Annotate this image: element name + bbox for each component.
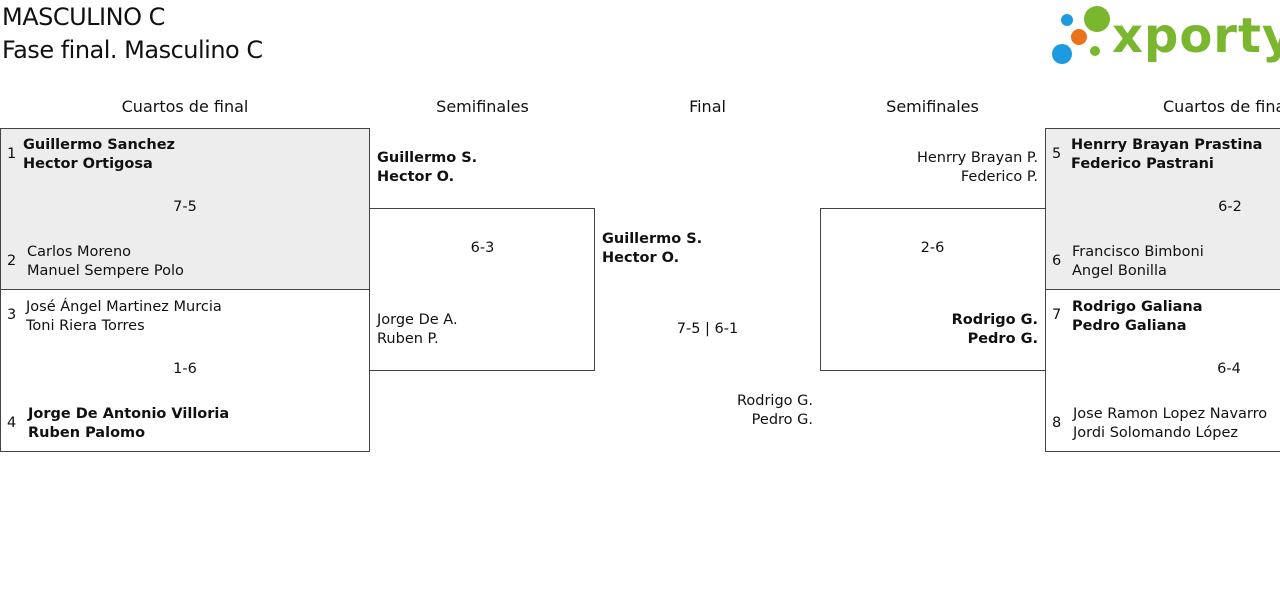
player-name: Henrry Brayan Prastina bbox=[1071, 137, 1263, 153]
player-name: Federico P. bbox=[960, 169, 1038, 185]
round-final: Final bbox=[689, 97, 726, 116]
player-name: Ruben P. bbox=[377, 331, 439, 347]
logo-blue-dot-small bbox=[1061, 14, 1073, 26]
player-name: Toni Riera Torres bbox=[26, 318, 145, 334]
seed-number: 3 bbox=[7, 307, 17, 323]
final-score: 7-5 | 6-1 bbox=[676, 321, 739, 337]
seed-number: 6 bbox=[1052, 253, 1062, 269]
seed-number: 4 bbox=[7, 415, 17, 431]
round-right-quarters: Cuartos de final bbox=[1163, 97, 1280, 116]
logo-green-dot-small bbox=[1090, 46, 1100, 56]
match-score: 6-3 bbox=[470, 240, 495, 256]
seed-number: 2 bbox=[7, 253, 17, 269]
seed-number: 1 bbox=[7, 146, 17, 162]
logo-green-dot bbox=[1084, 6, 1110, 32]
match-score: 2-6 bbox=[920, 240, 945, 256]
round-right-semis: Semifinales bbox=[886, 97, 979, 116]
match-score: 7-5 bbox=[173, 199, 197, 215]
player-name: Manuel Sempere Polo bbox=[27, 263, 184, 279]
player-name: Hector Ortigosa bbox=[23, 156, 153, 172]
match-score: 6-2 bbox=[1218, 199, 1242, 215]
round-left-semis: Semifinales bbox=[436, 97, 529, 116]
player-name: Pedro Galiana bbox=[1072, 318, 1187, 334]
player-name: Angel Bonilla bbox=[1072, 263, 1167, 279]
player-name: Rodrigo G. bbox=[951, 312, 1038, 328]
player-name: Jorge De Antonio Villoria bbox=[28, 406, 230, 422]
player-name: Pedro G. bbox=[967, 331, 1038, 347]
right-semi-bracket[interactable] bbox=[820, 208, 1046, 371]
player-name: Francisco Bimboni bbox=[1072, 244, 1204, 260]
player-name: Hector O. bbox=[377, 169, 455, 185]
page-title: MASCULINO C bbox=[2, 3, 165, 31]
left-semi-bracket[interactable] bbox=[369, 208, 595, 371]
player-name: Ruben Palomo bbox=[28, 425, 146, 441]
player-name: José Ángel Martinez Murcia bbox=[26, 299, 222, 315]
logo-blue-dot-large bbox=[1052, 44, 1072, 64]
player-name: Rodrigo Galiana bbox=[1072, 299, 1203, 315]
player-name: Jose Ramon Lopez Navarro bbox=[1073, 406, 1268, 422]
match-score: 6-4 bbox=[1217, 361, 1241, 377]
round-left-quarters: Cuartos de final bbox=[121, 97, 249, 116]
player-name: Jorge De A. bbox=[377, 312, 458, 328]
player-name: Hector O. bbox=[602, 250, 680, 266]
seed-number: 5 bbox=[1052, 146, 1062, 162]
player-name: Pedro G. bbox=[751, 412, 813, 428]
seed-number: 8 bbox=[1052, 415, 1062, 431]
player-name: Guillermo Sanchez bbox=[23, 137, 175, 153]
logo-text: xporty bbox=[1112, 8, 1280, 64]
player-name: Guillermo S. bbox=[602, 231, 703, 247]
seed-number: 7 bbox=[1052, 307, 1062, 323]
player-name: Guillermo S. bbox=[377, 150, 478, 166]
player-name: Federico Pastrani bbox=[1071, 156, 1214, 172]
xporty-logo: xporty bbox=[1050, 4, 1280, 68]
player-name: Rodrigo G. bbox=[736, 393, 813, 409]
match-score: 1-6 bbox=[173, 361, 197, 377]
page-subtitle: Fase final. Masculino C bbox=[2, 36, 263, 64]
player-name: Henrry Brayan P. bbox=[916, 150, 1038, 166]
logo-orange-dot bbox=[1071, 29, 1087, 45]
player-name: Jordi Solomando López bbox=[1073, 425, 1238, 441]
left-quarter-match-1[interactable] bbox=[0, 128, 370, 290]
right-quarter-match-2[interactable] bbox=[1045, 289, 1280, 452]
player-name: Carlos Moreno bbox=[27, 244, 132, 260]
